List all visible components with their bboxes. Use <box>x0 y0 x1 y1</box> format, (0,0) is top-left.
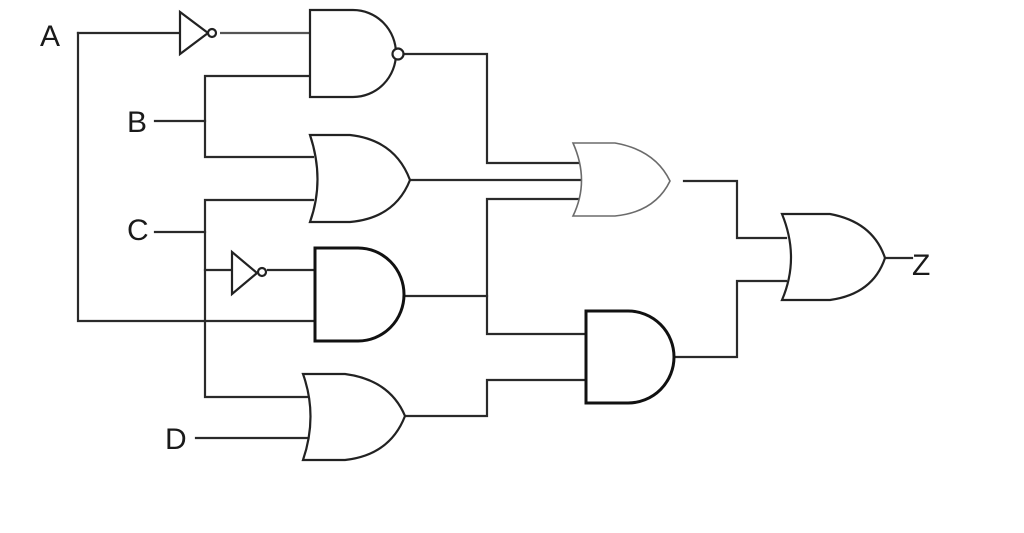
wire-or3-or4 <box>682 179 788 240</box>
input-label-a: A <box>40 20 60 53</box>
or-gate-1 <box>308 133 412 224</box>
input-label-d: D <box>165 423 187 456</box>
wire-a <box>76 31 315 323</box>
and-gate-2 <box>584 309 676 405</box>
wire-nand-or3 <box>401 52 580 165</box>
or-gate-final <box>780 212 887 302</box>
or-gate-2 <box>301 372 407 462</box>
input-label-c: C <box>127 214 149 247</box>
or-gate-3 <box>571 142 671 217</box>
not-gate-2 <box>230 249 268 297</box>
wire-or2-and2 <box>403 378 589 418</box>
wire-c <box>153 198 315 399</box>
not-gate-1 <box>178 9 218 57</box>
output-label-z: Z <box>912 249 930 282</box>
wire-b <box>153 74 315 159</box>
and-gate-1 <box>313 246 406 343</box>
nand-gate <box>308 8 405 99</box>
wire-and2-or4 <box>674 279 788 359</box>
input-label-b: B <box>127 106 147 139</box>
wire-and1-out <box>403 197 589 336</box>
